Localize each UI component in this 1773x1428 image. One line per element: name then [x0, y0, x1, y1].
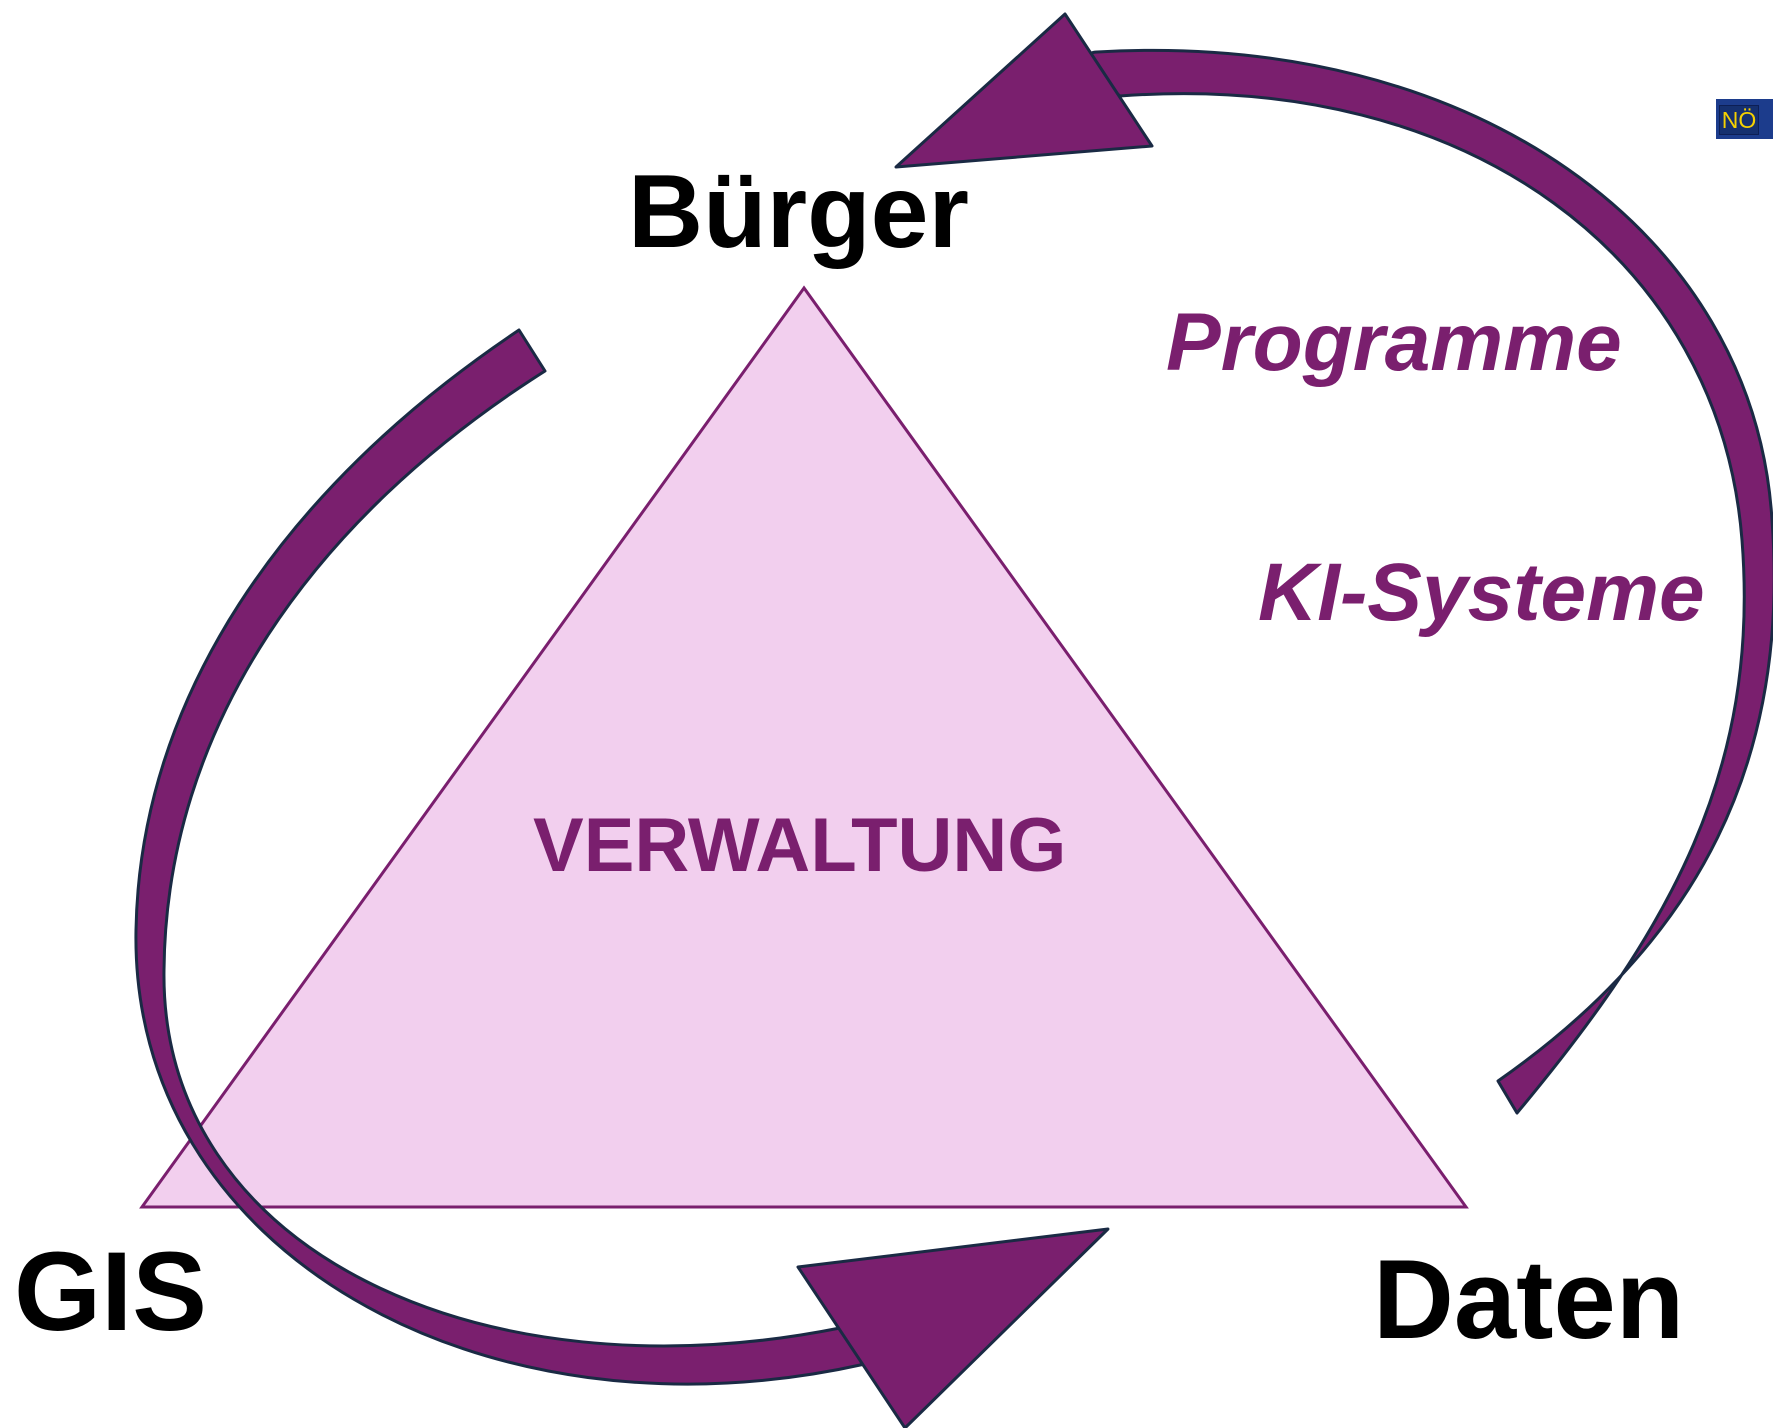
node-label-daten: Daten	[1373, 1237, 1685, 1362]
administration-triangle	[139, 285, 1469, 1209]
cycle-arrow-top-head	[894, 12, 1154, 169]
cycle-arrow-bottom-head	[796, 1227, 1110, 1428]
node-label-gis: GIS	[14, 1229, 207, 1354]
side-label-programme: Programme	[1166, 297, 1622, 388]
logo-text: NÖ	[1719, 105, 1759, 135]
side-label-ki-systeme: KI-Systeme	[1258, 547, 1705, 638]
organization-logo: NÖ	[1716, 99, 1773, 139]
node-label-buerger: Bürger	[628, 154, 969, 270]
center-label-verwaltung: VERWALTUNG	[533, 803, 1067, 888]
